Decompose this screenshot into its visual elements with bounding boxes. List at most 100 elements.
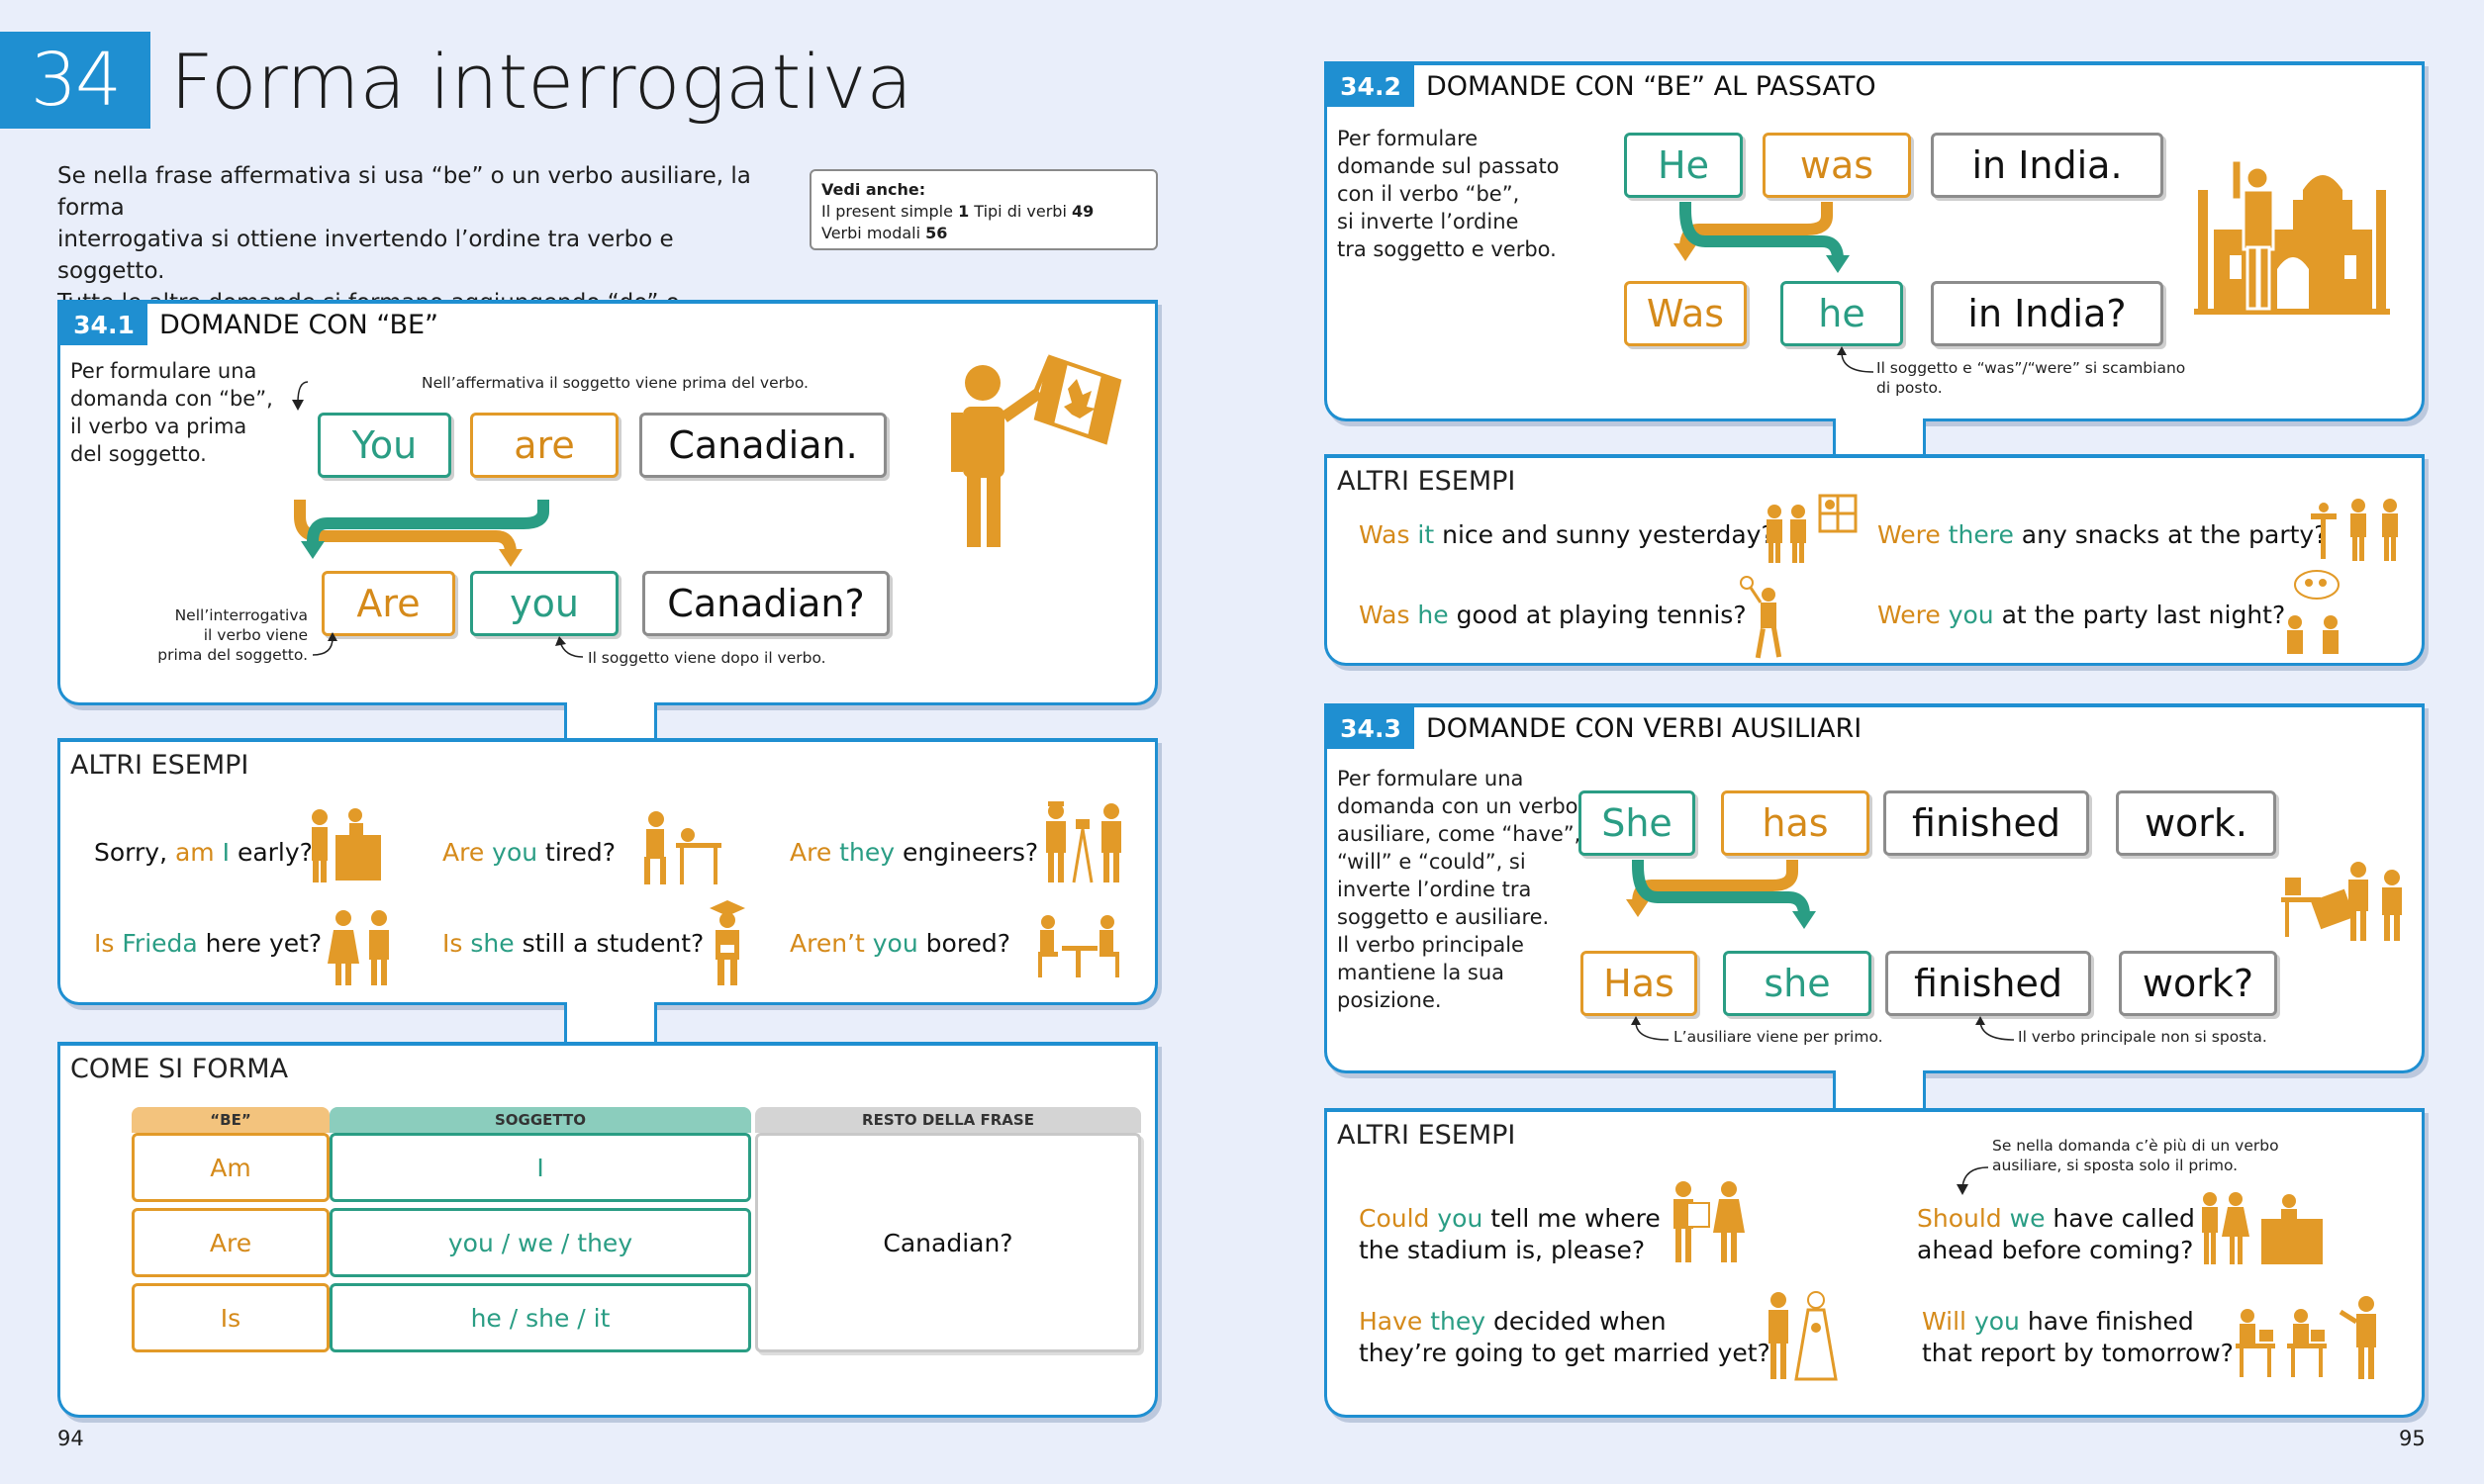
example-sentence: Have they decided when they’re going to … — [1359, 1306, 1770, 1369]
box-connector — [1833, 418, 1926, 454]
example-verb: Were — [1877, 601, 1941, 629]
word-piece-auxiliary: has — [1721, 790, 1869, 856]
example-text: that report by tomorrow? — [1922, 1339, 2234, 1367]
elderly-couple-icon — [328, 910, 389, 985]
example-sentence: Could you tell me where the stadium is, … — [1359, 1203, 1661, 1266]
word-piece-rest: Canadian? — [642, 571, 890, 636]
example-space — [865, 929, 873, 958]
page-number-left: 94 — [57, 1427, 84, 1450]
example-sentence: Sorry, am I early? — [94, 837, 313, 869]
desc-line: domanda con “be”, — [70, 387, 273, 411]
example-text: good at playing tennis? — [1448, 601, 1747, 629]
note-line: il verbo viene — [203, 626, 308, 644]
example-verb: Was — [1359, 520, 1410, 549]
desc-line: ausiliare, come “have”, — [1337, 822, 1581, 846]
note-swap: Il soggetto e “was”/“were” si scambiano … — [1876, 358, 2185, 398]
example-subject: you — [872, 929, 918, 958]
example-verb: Was — [1359, 601, 1410, 629]
example-text: Sorry, — [94, 838, 175, 867]
example-space — [1941, 520, 1949, 549]
desc-line: del soggetto. — [70, 442, 207, 466]
swap-arrows — [292, 381, 584, 658]
table-cell-be: Am — [132, 1133, 330, 1202]
note-line: Se nella domanda c’è più di un verbo — [1992, 1137, 2279, 1155]
example-verb: Aren’t — [790, 929, 865, 958]
column-header-soggetto: SOGGETTO — [330, 1107, 751, 1133]
tennis-player-icon — [1740, 576, 1782, 659]
reception-visitors-icon — [2202, 1192, 2323, 1264]
example-text: nice and sunny yesterday? — [1434, 520, 1774, 549]
engineers-icon — [1046, 801, 1121, 883]
word-piece-subject: He — [1624, 133, 1743, 198]
section-header: 34.1 DOMANDE CON “BE” — [60, 304, 438, 345]
example-subject: he — [1417, 601, 1449, 629]
page-number: 34 — [30, 38, 122, 123]
wedding-couple-icon — [1768, 1291, 1838, 1381]
table-cell-be: Are — [132, 1208, 330, 1277]
example-text: early? — [230, 838, 313, 867]
example-verb: Is — [442, 929, 463, 958]
word-piece-verb: Was — [1624, 281, 1747, 346]
sunny-window-couple-icon — [1767, 494, 1858, 563]
word-piece-verb: are — [470, 413, 619, 478]
table-cell-rest: Canadian? — [755, 1133, 1141, 1352]
desc-line: “will” e “could”, si — [1337, 850, 1526, 874]
page-title: Forma interrogativa — [170, 38, 912, 126]
office-desks-icon — [2236, 1296, 2376, 1379]
word-piece-rest: Canadian. — [639, 413, 887, 478]
box-connector — [1833, 1070, 1926, 1108]
note-interrogative: Nell’interrogativa il verbo viene prima … — [140, 605, 308, 665]
word-piece-rest: work? — [2119, 951, 2277, 1016]
desc-line: soggetto e ausiliare. — [1337, 905, 1550, 929]
example-text: have finished — [2019, 1307, 2194, 1336]
word-piece-subject: She — [1578, 790, 1695, 856]
section-number: 34.1 — [60, 304, 147, 345]
intro-line: interrogativa si ottiene invertendo l’or… — [57, 227, 674, 284]
example-subject: she — [470, 929, 515, 958]
see-also-link[interactable]: Tipi di verbi — [969, 202, 1072, 221]
section-heading: ALTRI ESEMPI — [70, 750, 249, 781]
swap-arrows — [1626, 860, 2015, 1041]
page-number-right: 95 — [2399, 1427, 2426, 1450]
word-piece-main-verb: finished — [1885, 951, 2091, 1016]
example-verb: Are — [442, 838, 485, 867]
section-number: 34.2 — [1327, 65, 1414, 107]
example-space — [1941, 601, 1949, 629]
example-text: at the party last night? — [1993, 601, 2286, 629]
bored-people-at-table-icon — [1038, 915, 1119, 977]
see-also-link[interactable]: Verbi modali — [821, 224, 926, 242]
example-space — [484, 838, 492, 867]
desc-line: domande sul passato — [1337, 154, 1560, 178]
intro-line: Se nella frase affermativa si usa “be” o… — [57, 163, 751, 221]
section-altri-esempi-3: ALTRI ESEMPI Se nella domanda c’è più di… — [1324, 1108, 2425, 1418]
party-memory-icon — [2287, 570, 2340, 654]
example-text: still a student? — [514, 929, 705, 958]
see-also-ref: 1 — [958, 202, 970, 221]
desc-line: mantiene la sua — [1337, 961, 1505, 984]
section-title: DOMANDE CON VERBI AUSILIARI — [1426, 712, 1863, 744]
section-come-si-forma: COME SI FORMA “BE” SOGGETTO RESTO DELLA … — [57, 1042, 1158, 1418]
column-header-be: “BE” — [132, 1107, 330, 1133]
man-at-taj-mahal-icon — [2194, 158, 2390, 315]
word-piece-main-verb: finished — [1883, 790, 2089, 856]
section-heading: ALTRI ESEMPI — [1337, 1120, 1516, 1151]
note-line: ausiliare, si sposta solo il primo. — [1992, 1157, 2239, 1174]
example-text: bored? — [917, 929, 1011, 958]
word-piece-verb: was — [1763, 133, 1911, 198]
section-title: DOMANDE CON “BE” — [159, 309, 439, 340]
see-also-link[interactable]: Il present simple — [821, 202, 959, 221]
example-sentence: Aren’t you bored? — [790, 928, 1010, 960]
box-connector — [564, 1002, 657, 1042]
table-cell-subject: he / she / it — [330, 1283, 751, 1352]
see-also-box: Vedi anche: Il present simple 1 Tipi di … — [810, 169, 1158, 250]
example-text: they’re going to get married yet? — [1359, 1339, 1770, 1367]
example-subject: I — [222, 838, 230, 867]
example-subject: you — [1973, 1307, 2020, 1336]
see-also-label: Vedi anche: — [821, 180, 926, 199]
party-snacks-icon — [2311, 499, 2398, 561]
example-sentence: Was it nice and sunny yesterday? — [1359, 519, 1774, 551]
section-description: Per formulare domande sul passato con il… — [1337, 125, 1560, 263]
example-space — [1966, 1307, 1974, 1336]
note-auxiliary-first: L’ausiliare viene per primo. — [1673, 1028, 1883, 1046]
table-cell-be: Is — [132, 1283, 330, 1352]
